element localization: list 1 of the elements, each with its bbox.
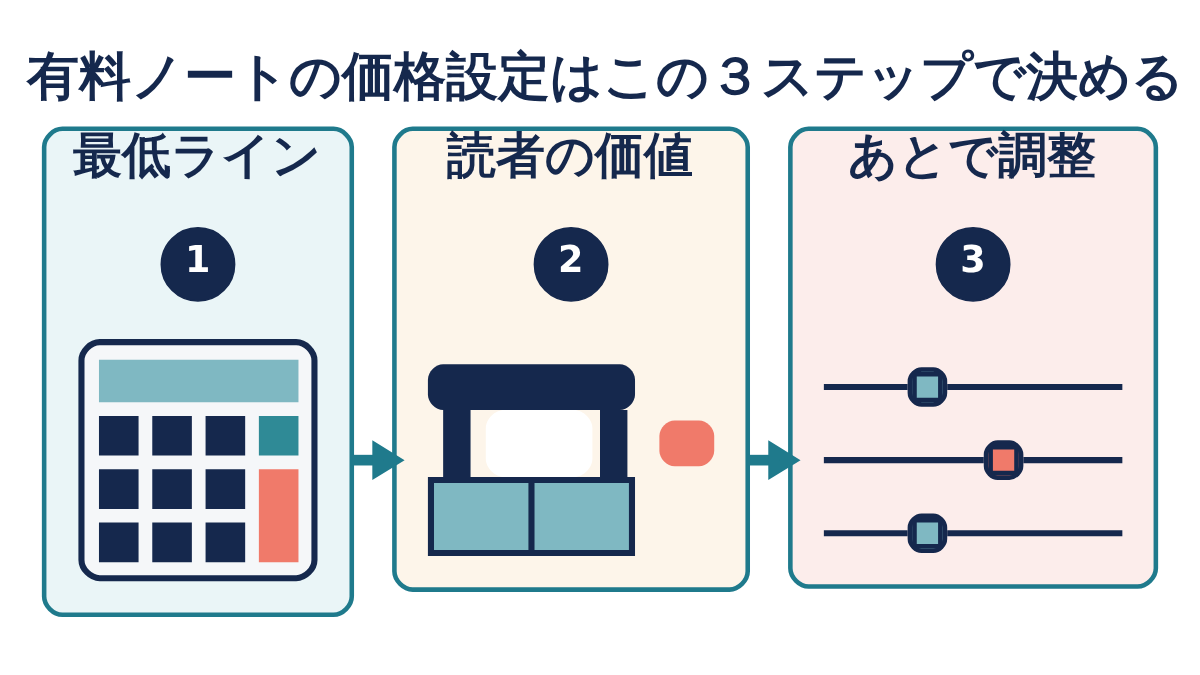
diagram-title: 有料ノートの価格設定はこの３ステップで決める: [26, 46, 1184, 107]
